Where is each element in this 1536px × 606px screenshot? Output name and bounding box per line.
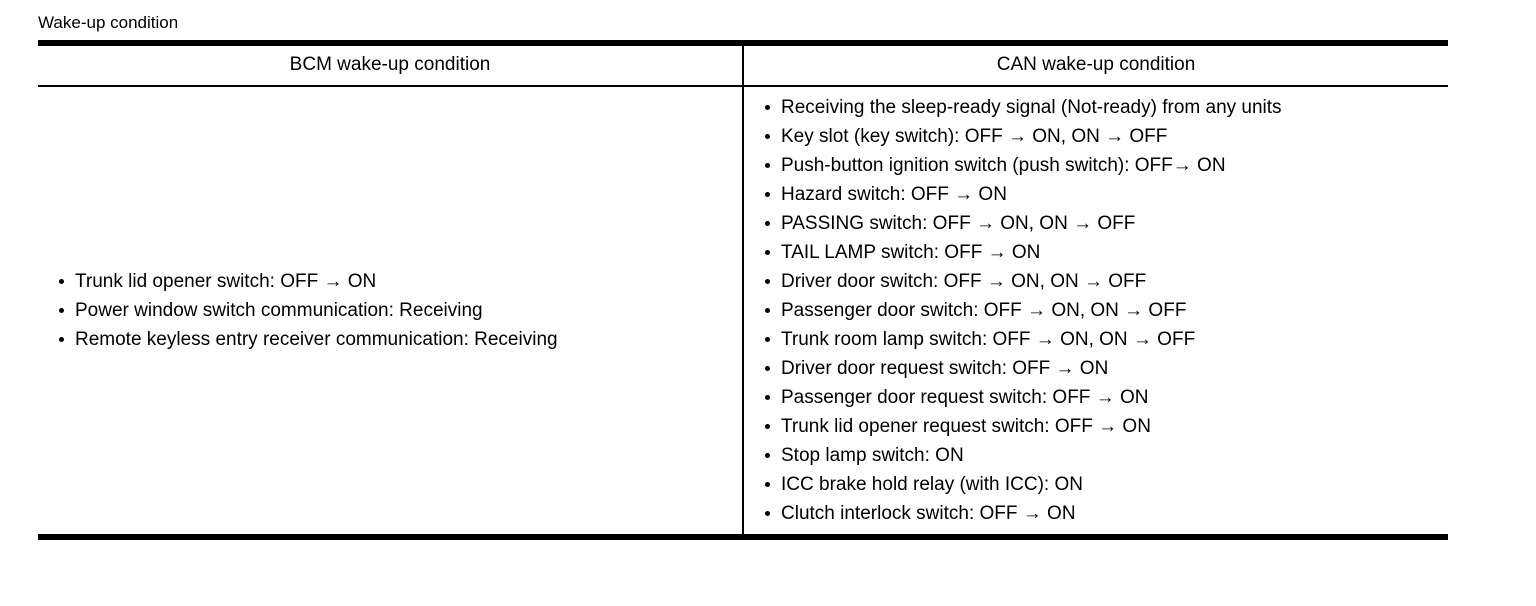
condition-text: Hazard switch: OFF → ON [781, 184, 1007, 205]
condition-item: Remote keyless entry receiver communicat… [58, 325, 734, 354]
condition-text: PASSING switch: OFF → ON, ON → OFF [781, 213, 1136, 234]
condition-item: Push-button ignition switch (push switch… [764, 151, 1440, 180]
condition-text: Power window switch communication: Recei… [75, 300, 483, 321]
condition-text: Remote keyless entry receiver communicat… [75, 329, 558, 350]
condition-text: Passenger door switch: OFF → ON, ON → OF… [781, 300, 1187, 321]
condition-text: Receiving the sleep-ready signal (Not-re… [781, 97, 1282, 118]
condition-text: Stop lamp switch: ON [781, 445, 964, 466]
condition-text: ICC brake hold relay (with ICC): ON [781, 474, 1083, 495]
condition-item: Trunk lid opener request switch: OFF → O… [764, 412, 1440, 441]
can-conditions-cell: Receiving the sleep-ready signal (Not-re… [743, 86, 1448, 537]
wake-up-condition-table: BCM wake-up condition CAN wake-up condit… [38, 40, 1448, 540]
condition-item: Receiving the sleep-ready signal (Not-re… [764, 93, 1440, 122]
condition-item: Driver door request switch: OFF → ON [764, 354, 1440, 383]
condition-text: Trunk lid opener switch: OFF → ON [75, 271, 377, 292]
condition-item: Hazard switch: OFF → ON [764, 180, 1440, 209]
table-header-row: BCM wake-up condition CAN wake-up condit… [38, 43, 1448, 87]
condition-text: Clutch interlock switch: OFF → ON [781, 503, 1076, 524]
condition-text: TAIL LAMP switch: OFF → ON [781, 242, 1041, 263]
condition-text: Driver door switch: OFF → ON, ON → OFF [781, 271, 1147, 292]
section-title: Wake-up condition [38, 13, 179, 32]
condition-text: Trunk lid opener request switch: OFF → O… [781, 416, 1151, 437]
condition-text: Driver door request switch: OFF → ON [781, 358, 1109, 379]
can-conditions-list: Receiving the sleep-ready signal (Not-re… [744, 93, 1448, 528]
condition-item: Driver door switch: OFF → ON, ON → OFF [764, 267, 1440, 296]
column-header-bcm: BCM wake-up condition [38, 43, 744, 87]
condition-text: Push-button ignition switch (push switch… [781, 155, 1226, 176]
condition-item: Clutch interlock switch: OFF → ON [764, 499, 1440, 528]
condition-text: Trunk room lamp switch: OFF → ON, ON → O… [781, 329, 1196, 350]
condition-item: Key slot (key switch): OFF → ON, ON → OF… [764, 122, 1440, 151]
condition-text: Key slot (key switch): OFF → ON, ON → OF… [781, 126, 1168, 147]
condition-item: Passenger door request switch: OFF → ON [764, 383, 1440, 412]
column-header-can: CAN wake-up condition [743, 43, 1448, 87]
condition-item: Stop lamp switch: ON [764, 441, 1440, 470]
table-body-row: Trunk lid opener switch: OFF → ON Power w… [38, 86, 1448, 537]
condition-item: ICC brake hold relay (with ICC): ON [764, 470, 1440, 499]
condition-item: Trunk lid opener switch: OFF → ON [58, 267, 734, 296]
bcm-conditions-cell: Trunk lid opener switch: OFF → ON Power w… [38, 86, 744, 537]
condition-item: Passenger door switch: OFF → ON, ON → OF… [764, 296, 1440, 325]
condition-item: TAIL LAMP switch: OFF → ON [764, 238, 1440, 267]
bcm-conditions-list: Trunk lid opener switch: OFF → ON Power w… [38, 267, 742, 354]
condition-item: Power window switch communication: Recei… [58, 296, 734, 325]
condition-text: Passenger door request switch: OFF → ON [781, 387, 1149, 408]
condition-item: Trunk room lamp switch: OFF → ON, ON → O… [764, 325, 1440, 354]
condition-item: PASSING switch: OFF → ON, ON → OFF [764, 209, 1440, 238]
